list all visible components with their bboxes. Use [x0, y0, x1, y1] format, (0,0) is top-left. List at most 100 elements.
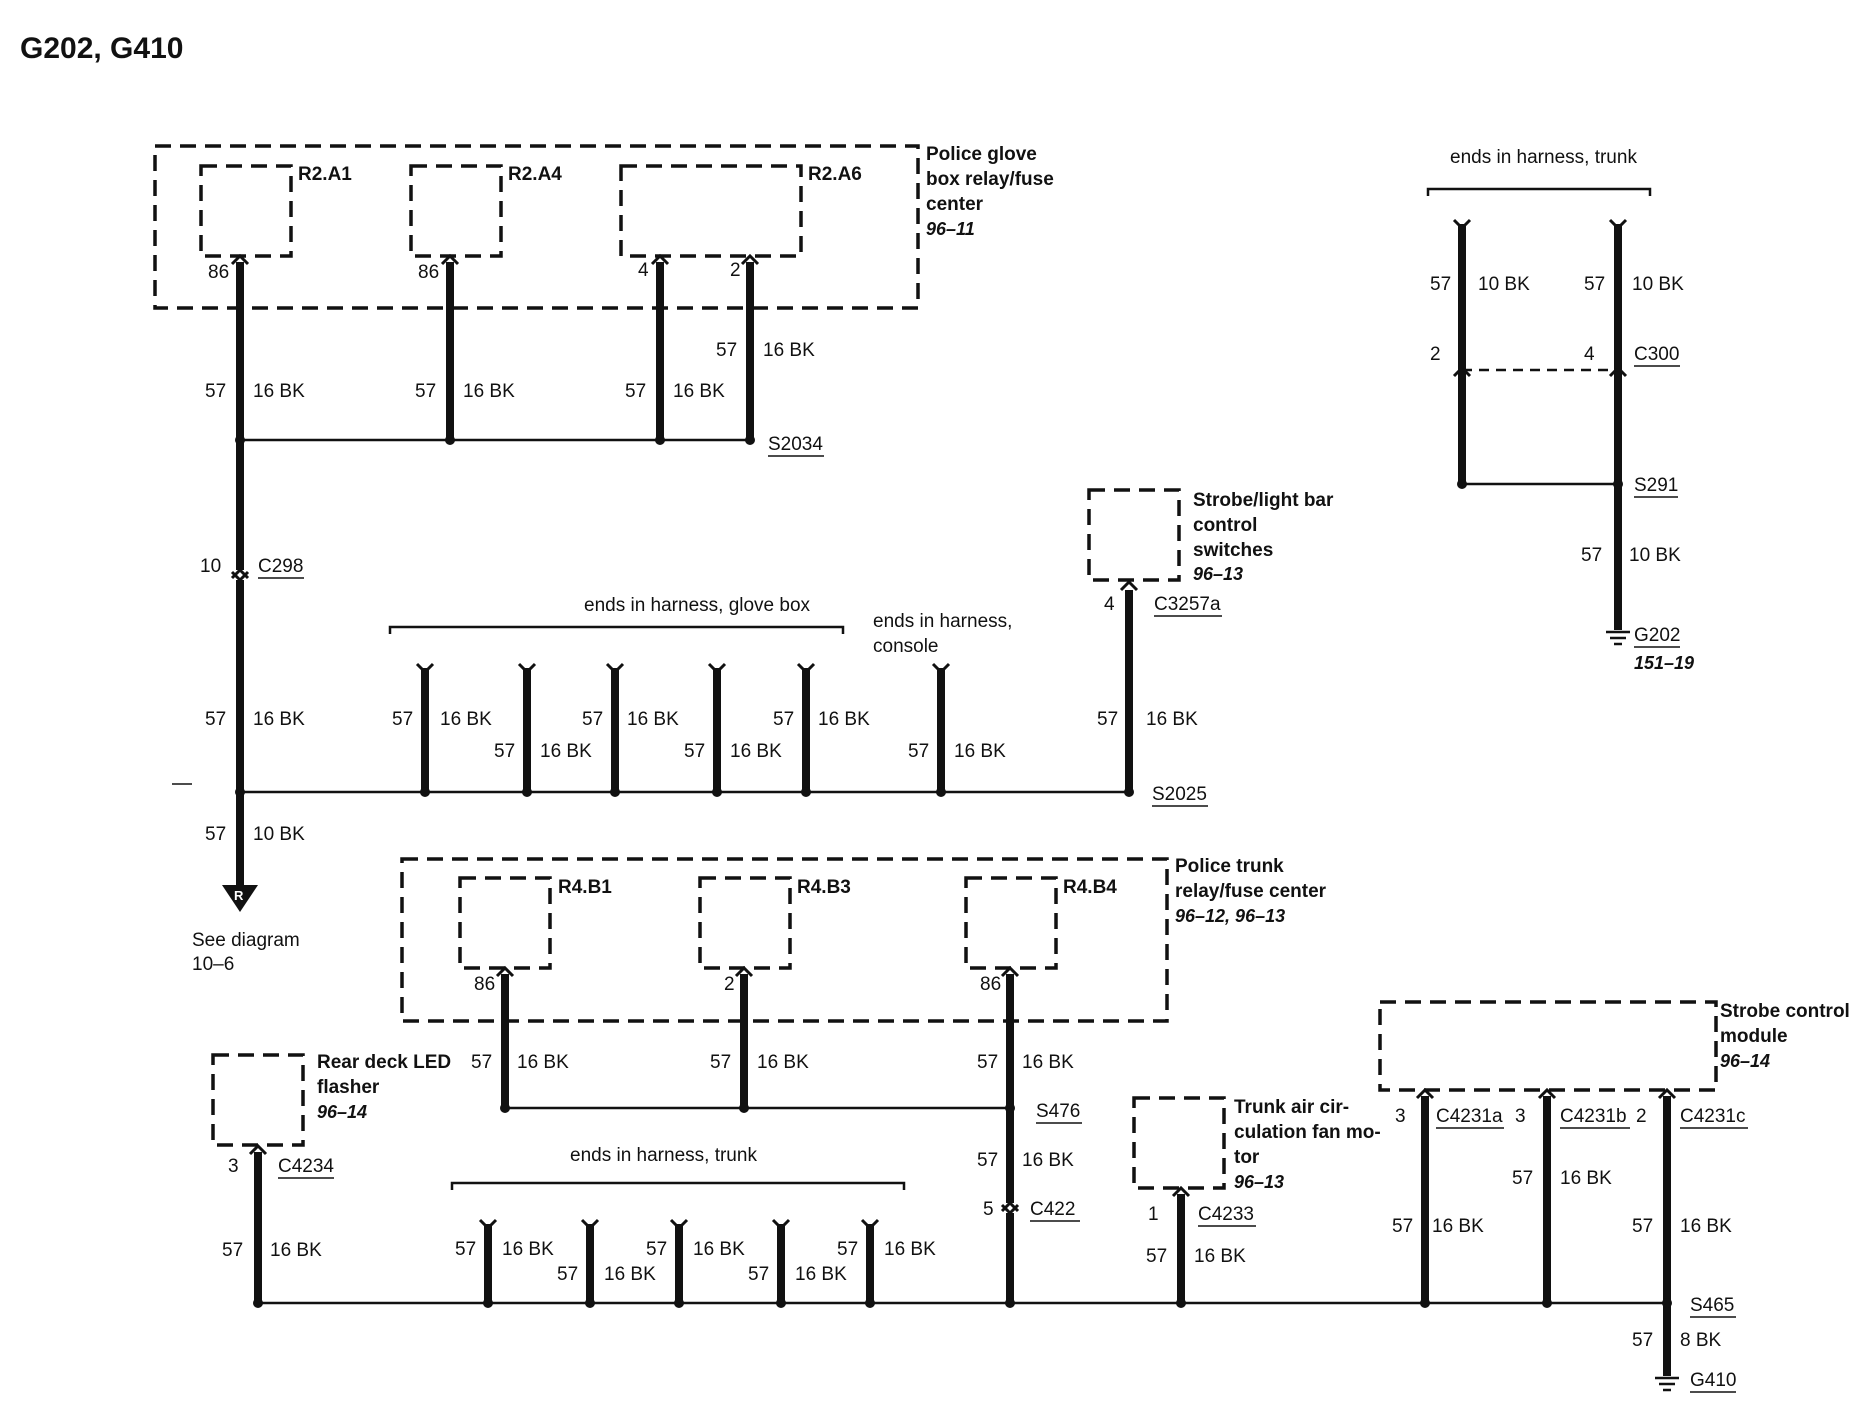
wire-16bk: 16 BK [463, 381, 515, 402]
circuit-57: 57 [222, 1240, 243, 1261]
circuit-57: 57 [710, 1052, 731, 1073]
connector-c4231b: C4231b [1560, 1106, 1627, 1127]
wire-10bk: 10 BK [1478, 274, 1530, 295]
wire-16bk: 16 BK [730, 741, 782, 762]
wire-16bk: 16 BK [270, 1240, 322, 1261]
circuit-57: 57 [625, 381, 646, 402]
fan-name-2: culation fan mo- [1234, 1122, 1381, 1143]
pin-86-r4b4: 86 [980, 974, 1001, 995]
see-diagram-ref: 10–6 [192, 954, 234, 975]
circuit-57: 57 [1584, 274, 1605, 295]
wire-16bk: 16 BK [1194, 1246, 1246, 1267]
pin-2-r4b3: 2 [724, 974, 735, 995]
glove-box-relay-outline [153, 144, 920, 310]
strobe-switch-box [1087, 488, 1181, 582]
strobe-switch-name-3: switches [1193, 540, 1273, 561]
circuit-57: 57 [455, 1239, 476, 1260]
connector-c298: C298 [258, 556, 303, 577]
circuit-57: 57 [977, 1052, 998, 1073]
ends-console-2: console [873, 636, 939, 657]
circuit-57: 57 [1392, 1216, 1413, 1237]
splice-s2034: S2034 [768, 434, 823, 455]
circuit-57: 57 [1430, 274, 1451, 295]
connector-c4233: C4233 [1198, 1204, 1254, 1225]
rear-deck-name-1: Rear deck LED [317, 1052, 451, 1073]
splice-s465: S465 [1690, 1295, 1734, 1316]
wire-16bk: 16 BK [1680, 1216, 1732, 1237]
pin-86-r2a4: 86 [418, 262, 439, 283]
wire-16bk: 16 BK [1432, 1216, 1484, 1237]
circuit-57: 57 [684, 741, 705, 762]
relay-r4b1-label: R4.B1 [558, 877, 612, 898]
strobe-module-box [1378, 1000, 1718, 1092]
trunk-relay-center: R4.B1 R4.B3 R4.B4 Police trunk relay/fus… [400, 856, 1327, 1023]
ends-glove-box: ends in harness, glove box [584, 595, 811, 616]
pin-4: 4 [1584, 344, 1595, 365]
wire-16bk: 16 BK [954, 741, 1006, 762]
s465-bus-wires [248, 1087, 1679, 1392]
ends-console-1: ends in harness, [873, 611, 1012, 632]
trunk-fan-motor: Trunk air cir- culation fan mo- tor 96–1… [1132, 1096, 1381, 1192]
wire-16bk: 16 BK [818, 709, 870, 730]
connector-c4231a: C4231a [1436, 1106, 1503, 1127]
fan-name-3: tor [1234, 1147, 1260, 1168]
wire-16bk: 16 BK [540, 741, 592, 762]
rear-deck-box [211, 1053, 305, 1147]
glove-relay-name-3: center [926, 194, 984, 215]
pin-5: 5 [983, 1199, 994, 1220]
circuit-57: 57 [1097, 709, 1118, 730]
strobe-module-name-2: module [1720, 1026, 1788, 1047]
trunk-relay-outline [400, 857, 1169, 1023]
fan-motor-box [1132, 1096, 1226, 1190]
connector-c4234: C4234 [278, 1156, 334, 1177]
wire-16bk: 16 BK [604, 1264, 656, 1285]
see-diagram: See diagram [192, 930, 300, 951]
pin-1: 1 [1148, 1204, 1159, 1225]
pin-86-r4b1: 86 [474, 974, 495, 995]
wire-16bk: 16 BK [253, 709, 305, 730]
glove-relay-name-2: box relay/fuse [926, 169, 1054, 190]
circuit-57: 57 [392, 709, 413, 730]
circuit-57: 57 [908, 741, 929, 762]
wire-16bk: 16 BK [1022, 1150, 1074, 1171]
strobe-module-name-1: Strobe control [1720, 1001, 1850, 1022]
circuit-57: 57 [1632, 1216, 1653, 1237]
rear-deck-ref: 96–14 [317, 1102, 367, 1122]
main-left-wire [222, 440, 258, 912]
wire-16bk: 16 BK [884, 1239, 936, 1260]
wire-16bk: 16 BK [757, 1052, 809, 1073]
relay-r2a1-label: R2.A1 [298, 164, 352, 185]
glove-relay-name-1: Police glove [926, 144, 1037, 165]
strobe-switch-name-2: control [1193, 515, 1257, 536]
wire-16bk: 16 BK [673, 381, 725, 402]
wire-16bk: 16 BK [1146, 709, 1198, 730]
circuit-57: 57 [494, 741, 515, 762]
pin-3: 3 [1395, 1106, 1406, 1127]
circuit-57: 57 [1146, 1246, 1167, 1267]
pin-3: 3 [228, 1156, 239, 1177]
circuit-57: 57 [1581, 545, 1602, 566]
circuit-57: 57 [716, 340, 737, 361]
strobe-control-module: Strobe control module 96–14 [1378, 1000, 1850, 1092]
wire-16bk: 16 BK [763, 340, 815, 361]
strobe-light-bar-switches: Strobe/light bar control switches 96–13 [1087, 488, 1334, 584]
wire-8bk: 8 BK [1680, 1330, 1722, 1351]
relay-r4b4-box [964, 876, 1058, 970]
circuit-57: 57 [1512, 1168, 1533, 1189]
ground-g410: G410 [1690, 1370, 1736, 1391]
fan-ref: 96–13 [1234, 1172, 1284, 1192]
wire-16bk: 16 BK [253, 381, 305, 402]
g202-circuit [1452, 218, 1630, 646]
relay-r2a6-label: R2.A6 [808, 164, 862, 185]
wire-16bk: 16 BK [795, 1264, 847, 1285]
pin-4: 4 [1104, 594, 1115, 615]
trunk-relay-name-1: Police trunk [1175, 856, 1284, 877]
ends-trunk-bottom: ends in harness, trunk [570, 1145, 757, 1166]
strobe-switch-name-1: Strobe/light bar [1193, 490, 1334, 511]
relay-r2a6-box [619, 164, 803, 258]
diagram-title: G202, G410 [20, 32, 183, 65]
wire-16bk: 16 BK [1022, 1052, 1074, 1073]
wire-10bk: 10 BK [253, 824, 305, 845]
pin-2: 2 [1636, 1106, 1647, 1127]
